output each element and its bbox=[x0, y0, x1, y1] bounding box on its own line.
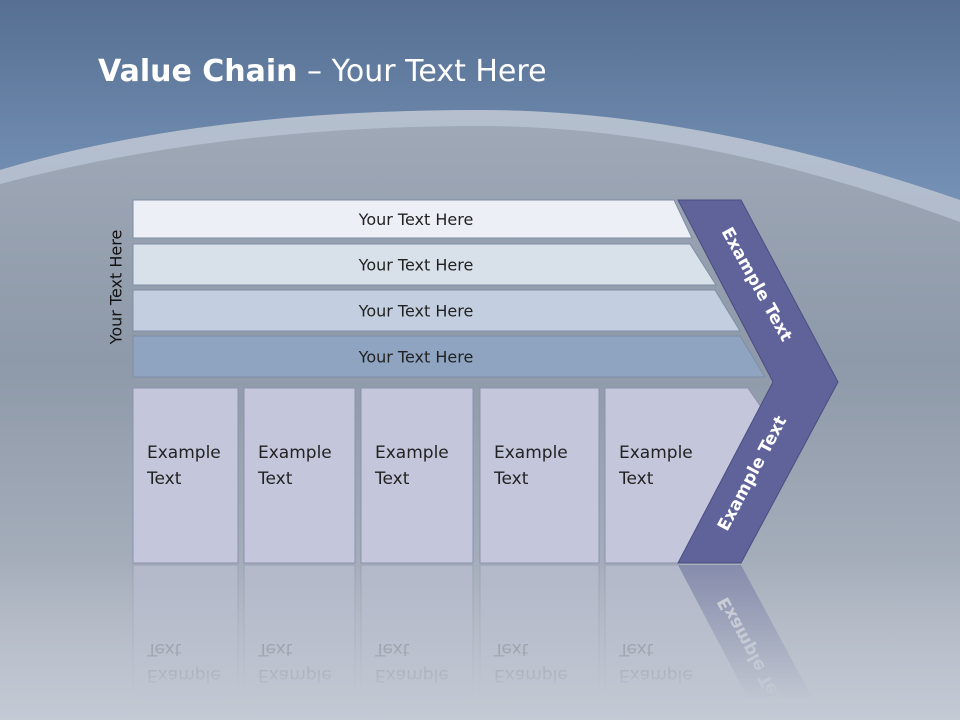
support-row-4 bbox=[132, 335, 766, 378]
primary-box-4 bbox=[479, 387, 600, 564]
primary-box-line2-3: Text bbox=[374, 469, 410, 489]
primary-box-line2-2: Text bbox=[257, 469, 293, 489]
primary-box-line2-5: Text bbox=[618, 469, 654, 489]
reflection-line1-3: Example bbox=[375, 665, 449, 685]
title-rest: – Your Text Here bbox=[297, 54, 547, 89]
reflection-line2-5: Text bbox=[618, 639, 654, 659]
primary-box-line1-2: Example bbox=[258, 443, 332, 463]
support-row-2 bbox=[132, 243, 717, 286]
reflection-chevron bbox=[678, 565, 825, 720]
title-bold: Value Chain bbox=[98, 54, 298, 89]
support-row-label-4: Your Text Here bbox=[358, 348, 474, 367]
reflection-box-4 bbox=[479, 564, 600, 720]
primary-box-line1-1: Example bbox=[147, 443, 221, 463]
reflection-box-2 bbox=[243, 564, 356, 720]
primary-box-line2-4: Text bbox=[493, 469, 529, 489]
reflection-line2-3: Text bbox=[374, 639, 410, 659]
primary-box-line1-5: Example bbox=[619, 443, 693, 463]
margin-chevron bbox=[677, 199, 839, 564]
reflection-line1-2: Example bbox=[258, 665, 332, 685]
slide-title: Value Chain – Your Text Here bbox=[98, 54, 547, 89]
reflection-line2-4: Text bbox=[493, 639, 529, 659]
reflection-box-1 bbox=[132, 564, 239, 720]
reflection-line2-2: Text bbox=[257, 639, 293, 659]
support-row-3 bbox=[132, 289, 741, 332]
reflection-line2-1: Text bbox=[146, 639, 182, 659]
primary-box-line1-4: Example bbox=[494, 443, 568, 463]
support-row-label-2: Your Text Here bbox=[358, 256, 474, 275]
primary-box-line1-3: Example bbox=[375, 443, 449, 463]
primary-box-2 bbox=[243, 387, 356, 564]
reflection-line1-1: Example bbox=[147, 665, 221, 685]
primary-box-line2-1: Text bbox=[146, 469, 182, 489]
reflection-box-3 bbox=[360, 564, 474, 720]
primary-box-1 bbox=[132, 387, 239, 564]
primary-box-3 bbox=[360, 387, 474, 564]
reflection-line1-5: Example bbox=[619, 665, 693, 685]
support-row-label-1: Your Text Here bbox=[358, 210, 474, 229]
reflection-line1-4: Example bbox=[494, 665, 568, 685]
support-row-label-3: Your Text Here bbox=[358, 302, 474, 321]
support-row-1 bbox=[132, 199, 693, 239]
